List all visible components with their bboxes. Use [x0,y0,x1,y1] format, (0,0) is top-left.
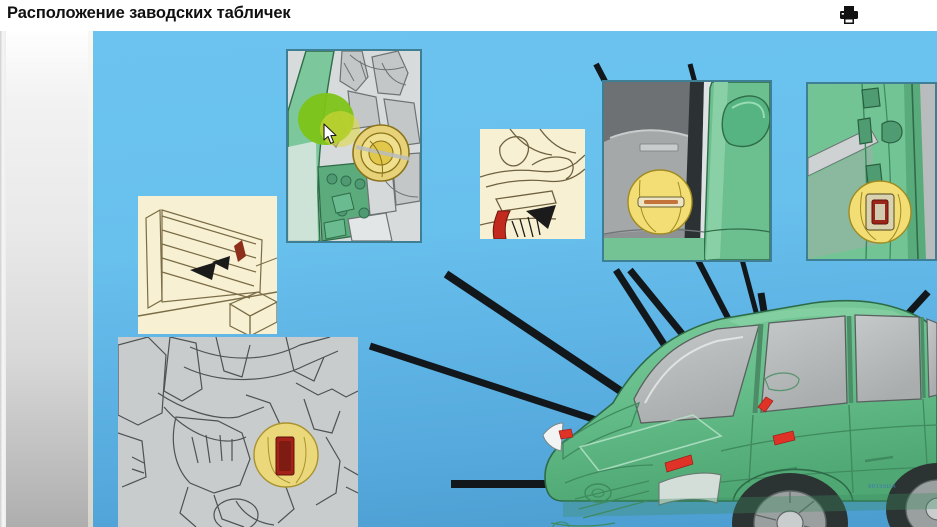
engine-bay-plate-panel[interactable] [118,337,358,527]
vehicle-illustration [542,299,937,527]
technical-illustration [368,62,937,527]
page-header: Расположение заводских табличек [0,0,937,31]
hood-hinge-plate-panel[interactable] [286,49,422,243]
plate-highlight-circle [253,422,319,488]
plate-highlight-circle [627,169,693,235]
plate-markers [558,396,796,473]
door-handle-pull-panel[interactable] [480,129,585,239]
printer-icon[interactable] [838,5,860,25]
rear-wheel [886,463,937,527]
door-pillar-plate-panel[interactable] [806,82,937,261]
illustration-canvas: 80155DA [93,31,937,527]
left-rail-seam [88,31,93,527]
windscreen-vin-panel[interactable] [602,80,772,262]
dashboard-vent-panel[interactable] [138,196,277,334]
plate-highlight-circle [848,180,912,244]
illustration-watermark: 80155DA [868,484,897,490]
plate-highlight-circle [352,124,411,182]
left-sidebar-rail [0,31,93,527]
page-title: Расположение заводских табличек [7,4,291,22]
front-wheel [732,468,854,527]
left-rail-edge [0,31,6,527]
